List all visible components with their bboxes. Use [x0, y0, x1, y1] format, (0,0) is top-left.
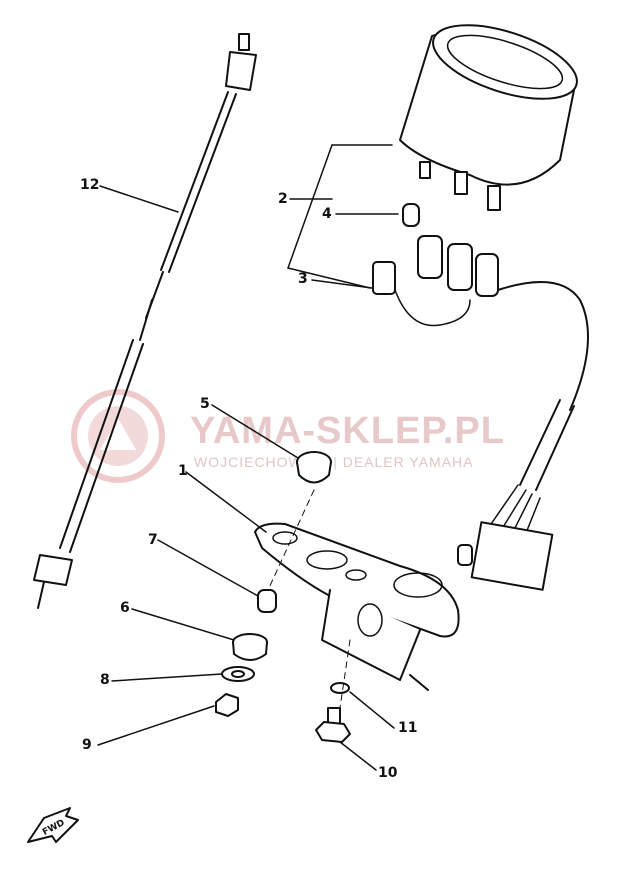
- meter-bracket: [254, 522, 460, 691]
- label-part-3: 3: [298, 271, 308, 287]
- bulb-sockets: [372, 235, 589, 491]
- fwd-arrow: [27, 807, 79, 843]
- label-part-6: 6: [120, 600, 130, 616]
- leader-lines: [97, 185, 399, 771]
- label-part-8: 8: [100, 672, 110, 688]
- alignment-line: [267, 489, 351, 709]
- leader-bracket: [287, 144, 393, 289]
- nut: [215, 693, 239, 717]
- label-part-12: 12: [80, 177, 100, 193]
- grommet: [296, 451, 332, 484]
- label-part-5: 5: [200, 396, 210, 412]
- watermark-title: YAMA-SKLEP.PL: [190, 410, 505, 452]
- washer: [221, 666, 255, 682]
- label-part-10: 10: [378, 765, 398, 781]
- label-part-11: 11: [398, 720, 418, 736]
- label-part-7: 7: [148, 532, 158, 548]
- label-part-1: 1: [178, 463, 188, 479]
- bulb: [402, 203, 420, 227]
- speedometer-head: [399, 24, 578, 211]
- speedometer-cable: [33, 33, 257, 609]
- bolt: [315, 682, 351, 743]
- watermark-subtitle: WOJCIECHOWICZ | DEALER YAMAHA: [194, 454, 474, 470]
- label-part-9: 9: [82, 737, 92, 753]
- wire-connector: [457, 484, 554, 591]
- damper: [232, 633, 268, 661]
- label-part-2: 2: [278, 191, 288, 207]
- label-part-4: 4: [322, 206, 332, 222]
- collar: [257, 589, 277, 613]
